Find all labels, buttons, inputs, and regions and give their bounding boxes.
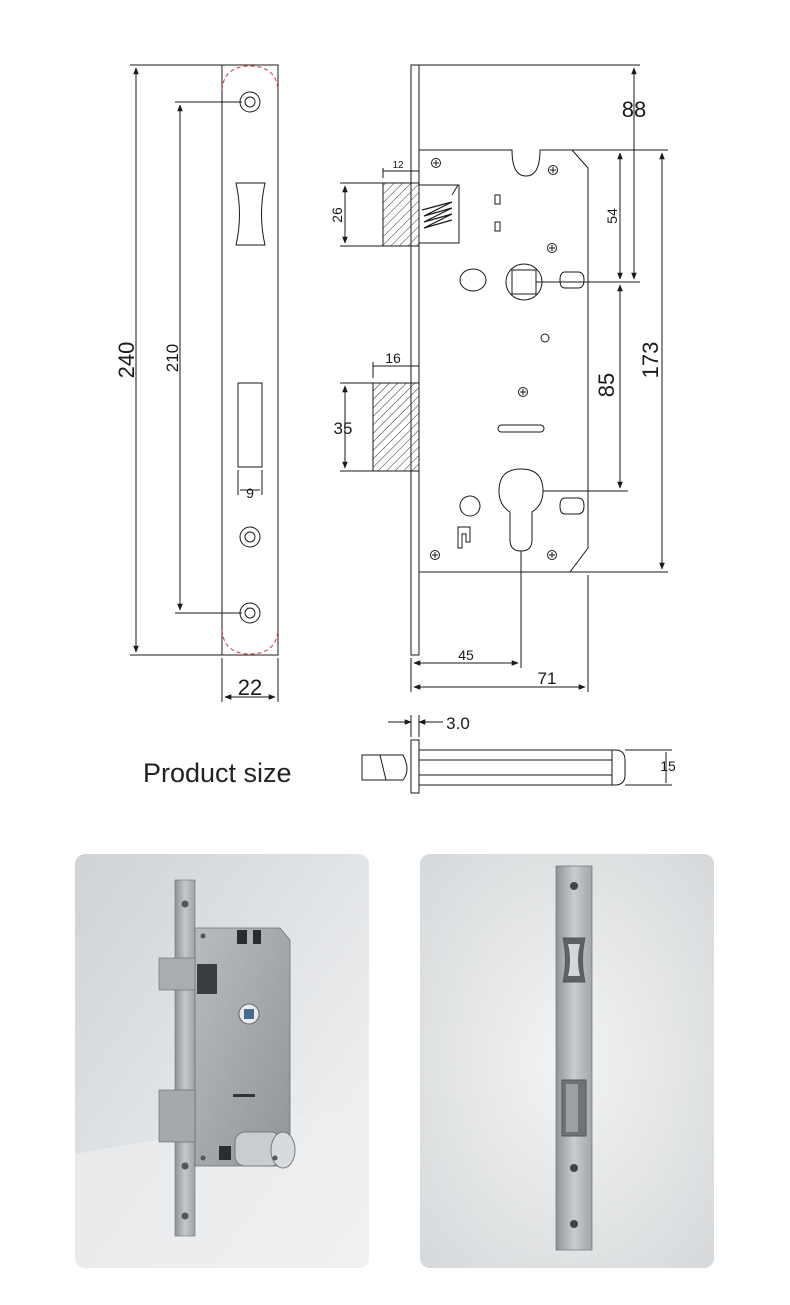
screw-hole-top	[239, 91, 261, 113]
dim-label-85: 85	[594, 373, 619, 397]
dim-label-71: 71	[538, 669, 557, 688]
dead-bolt	[372, 382, 420, 472]
bolt-slot	[237, 382, 263, 468]
faceplate-top-radius	[221, 65, 279, 91]
dim-label-3-0: 3.0	[446, 714, 470, 733]
dim-label-12: 12	[392, 160, 404, 171]
dim-label-15: 15	[660, 758, 676, 774]
faceplate-view	[221, 64, 279, 656]
faceplate-bottom-radius	[221, 629, 279, 655]
top-view-faceplate	[410, 739, 420, 794]
dim-label-54: 54	[604, 208, 620, 224]
product-size-caption: Product size	[143, 758, 292, 788]
lock-body-top-view	[361, 739, 626, 794]
dim-label-26: 26	[329, 207, 345, 223]
latch-opening	[235, 182, 266, 246]
technical-drawing: 240 210 22 9 12 26 16 35 88 54 85 173 45…	[114, 64, 676, 794]
dim-label-45: 45	[458, 647, 474, 663]
case-screws	[430, 158, 558, 560]
dim-label-22: 22	[238, 675, 262, 700]
dim-label-210: 210	[163, 344, 182, 372]
faceplate-outline	[221, 64, 279, 656]
cylinder-cutout	[498, 468, 544, 552]
screw-hole-middle	[239, 526, 261, 548]
dim-label-173: 173	[638, 342, 663, 379]
dim-label-88: 88	[622, 97, 646, 122]
photo-lock-body	[75, 854, 369, 1268]
dim-label-9: 9	[246, 485, 254, 501]
dim-label-16: 16	[385, 350, 401, 366]
latch-bolt	[382, 182, 420, 247]
side-faceplate	[410, 64, 420, 656]
dim-label-35: 35	[334, 419, 353, 438]
photo-faceplate	[420, 854, 714, 1268]
lock-body-side-view	[372, 64, 589, 656]
case-outline	[419, 149, 589, 573]
dim-label-240: 240	[114, 342, 139, 379]
screw-hole-bottom	[239, 602, 261, 624]
